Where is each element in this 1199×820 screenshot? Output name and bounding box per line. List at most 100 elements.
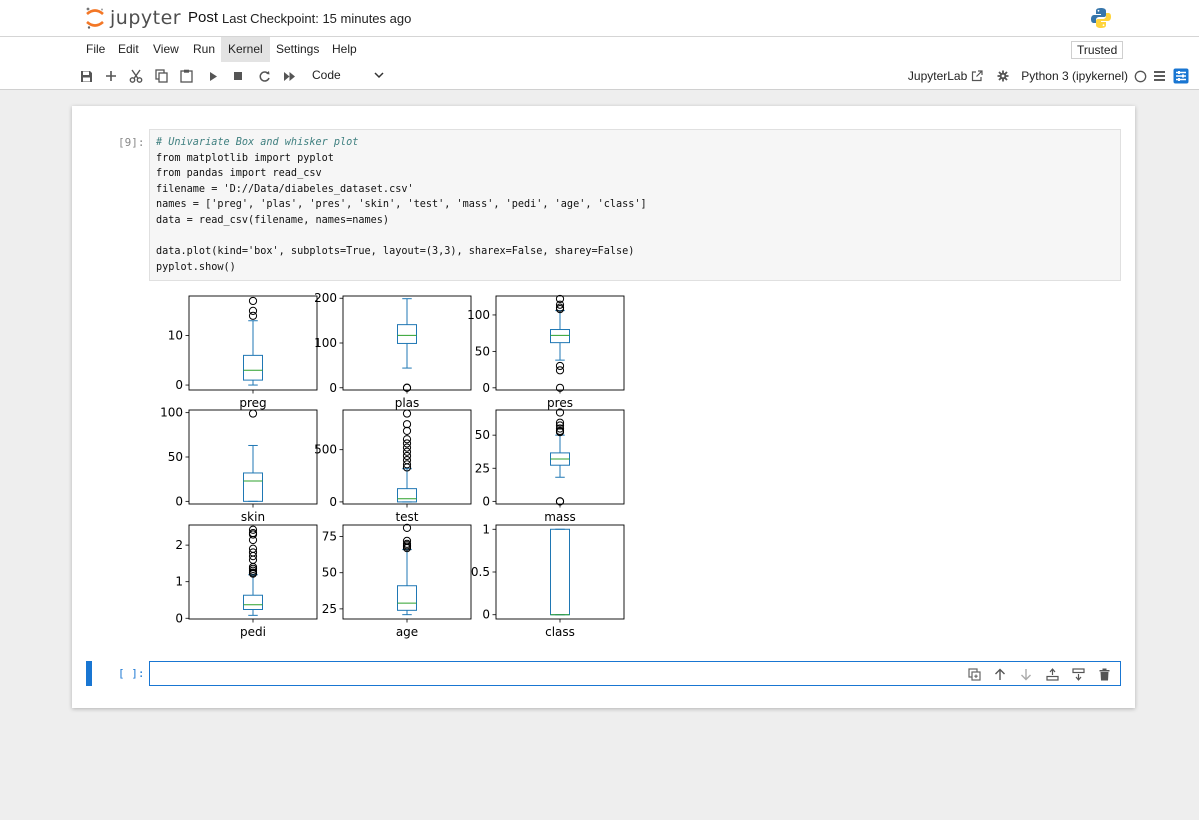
y-tick-label: 25 — [475, 461, 490, 475]
run-button[interactable] — [203, 66, 223, 86]
notebook-title[interactable]: Post — [188, 9, 219, 26]
menu-run[interactable]: Run — [193, 42, 216, 56]
menu-view[interactable]: View — [153, 42, 179, 56]
add-icon — [106, 71, 116, 81]
outlier-point — [402, 409, 412, 418]
cell-toolbar — [964, 665, 1114, 683]
checkpoint-status: Last Checkpoint: 15 minutes ago — [222, 11, 412, 26]
code-line: from matplotlib import pyplot — [156, 152, 334, 164]
stop-button[interactable] — [228, 66, 248, 86]
external-link-icon[interactable] — [971, 70, 983, 82]
x-tick-label: skin — [241, 510, 265, 524]
y-tick-label: 100 — [467, 308, 490, 322]
restart-icon — [259, 70, 270, 82]
box — [243, 472, 263, 502]
logo-text: jupyter — [110, 7, 182, 29]
menu-edit[interactable]: Edit — [118, 42, 139, 56]
paste-button[interactable] — [176, 66, 196, 86]
cell-type-select[interactable]: Code — [312, 68, 341, 82]
delete-cell-button[interactable] — [1094, 665, 1114, 683]
kernel-area: JupyterLab Python 3 (ipykernel) — [908, 66, 1189, 86]
outlier-point — [555, 361, 565, 371]
kernel-gear-icon[interactable] — [997, 70, 1009, 82]
outlier-point — [248, 306, 258, 315]
outlier-point — [248, 525, 258, 534]
outlier-point — [402, 539, 412, 548]
code-cell-editor[interactable]: # Univariate Box and whisker plot from m… — [149, 129, 1121, 281]
outlier-point — [248, 296, 258, 306]
menu-kernel[interactable]: Kernel — [221, 37, 270, 62]
move-down-icon — [1021, 668, 1031, 680]
outlier-point — [248, 311, 258, 320]
menu-file[interactable]: File — [86, 42, 106, 56]
empty-code-cell[interactable] — [149, 661, 1121, 686]
box-plot-figure: 010preg0100200plas050100pres050100skin05… — [160, 291, 625, 639]
outlier-point — [402, 420, 412, 429]
jupyter-logo-icon — [86, 7, 104, 29]
y-tick-label: 100 — [160, 406, 183, 420]
y-tick-label: 50 — [475, 344, 490, 358]
box — [243, 354, 263, 381]
x-tick-label: plas — [395, 396, 420, 410]
y-tick-label: 75 — [322, 530, 337, 544]
move-down-button[interactable] — [1016, 665, 1036, 683]
code-line: filename = 'D://Data/diabeles_dataset.cs… — [156, 183, 414, 195]
box — [243, 594, 263, 610]
y-tick-label: 0 — [482, 494, 490, 508]
y-tick-label: 0 — [482, 608, 490, 622]
y-tick-label: 1 — [482, 522, 490, 536]
x-tick-label: mass — [544, 510, 576, 524]
box — [397, 585, 417, 611]
cut-button[interactable] — [126, 66, 146, 86]
y-tick-label: 100 — [314, 336, 337, 350]
duplicate-cell-button[interactable] — [964, 665, 984, 683]
save-button[interactable] — [76, 66, 96, 86]
code-line: names = ['preg', 'plas', 'pres', 'skin',… — [156, 199, 647, 211]
x-tick-label: pres — [547, 396, 573, 410]
code-line: # Univariate Box and whisker plot — [156, 137, 359, 148]
code-line: data.plot(kind='box', subplots=True, lay… — [156, 246, 635, 258]
y-tick-label: 200 — [314, 291, 337, 305]
property-inspector-icon[interactable] — [1173, 68, 1189, 84]
y-tick-label: 0 — [175, 494, 183, 508]
cell-prompt: [9]: — [118, 136, 145, 149]
insert-below-button[interactable] — [1068, 665, 1088, 683]
outlier-point — [402, 460, 412, 469]
outlier-point — [402, 447, 412, 456]
outlier-point — [555, 424, 565, 433]
menu-bar: File Edit View Run Kernel Settings Help … — [0, 36, 1199, 63]
outlier-point — [555, 408, 565, 417]
menu-settings[interactable]: Settings — [276, 42, 320, 56]
outlier-point — [555, 426, 565, 436]
insert-above-icon — [1045, 667, 1059, 681]
jupyter-logo[interactable]: jupyter — [84, 6, 181, 30]
fast-forward-button[interactable] — [279, 66, 299, 86]
copy-button[interactable] — [151, 66, 171, 86]
outlier-point — [555, 303, 565, 312]
kernel-name[interactable]: Python 3 (ipykernel) — [1021, 69, 1128, 83]
outlier-point — [402, 536, 412, 546]
run-icon — [210, 71, 217, 81]
outlier-point — [402, 439, 412, 448]
menu-help[interactable]: Help — [332, 42, 357, 56]
outlier-point — [555, 421, 565, 430]
jupyterlab-link[interactable]: JupyterLab — [907, 69, 968, 83]
copy-icon — [154, 69, 168, 83]
insert-cell-button[interactable] — [101, 66, 121, 86]
menu-icon[interactable] — [1153, 70, 1166, 82]
box — [397, 488, 417, 503]
insert-above-button[interactable] — [1042, 665, 1062, 683]
y-tick-label: 0 — [329, 495, 337, 509]
code-line: data = read_csv(filename, names=names) — [156, 214, 390, 226]
trusted-indicator[interactable]: Trusted — [1071, 41, 1124, 59]
outlier-point — [248, 528, 258, 538]
x-tick-label: test — [395, 510, 418, 524]
delete-icon — [1099, 668, 1109, 680]
outlier-point — [248, 548, 258, 557]
outlier-point — [402, 443, 412, 452]
y-tick-label: 0 — [175, 611, 183, 625]
restart-button[interactable] — [254, 66, 274, 86]
outlier-point — [402, 426, 412, 435]
outlier-point — [555, 300, 565, 309]
move-up-button[interactable] — [990, 665, 1010, 683]
